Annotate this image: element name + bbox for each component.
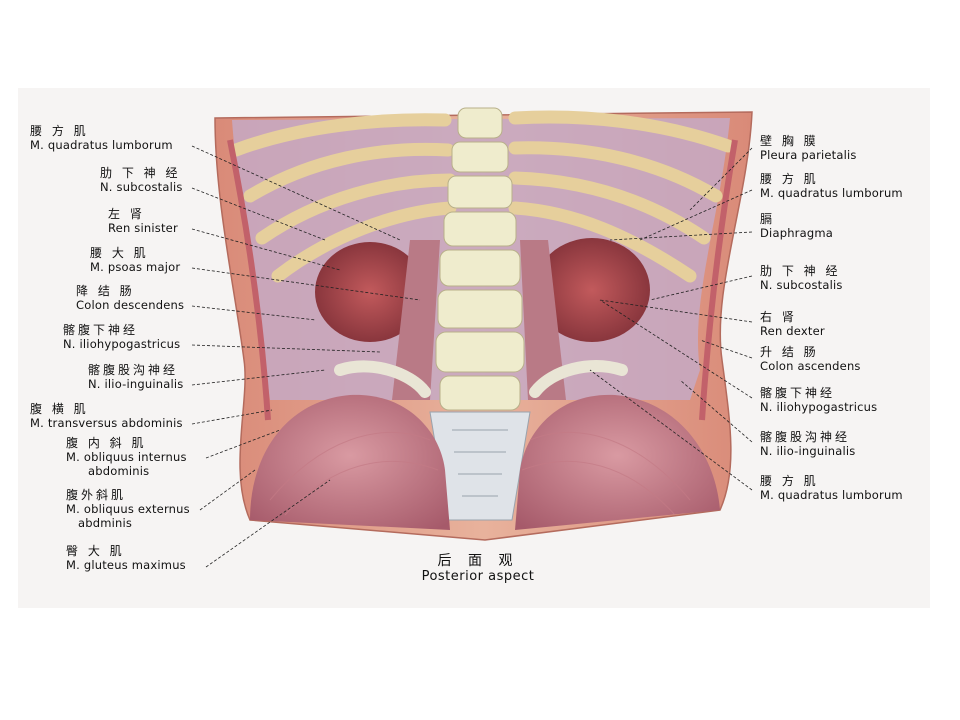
label-la: Ren dexter: [760, 324, 825, 338]
label-la: M. obliquus internus: [66, 450, 187, 464]
label-la: M. gluteus maximus: [66, 558, 186, 572]
left-kidney: [315, 242, 425, 342]
label-cn: 左 肾: [108, 207, 145, 221]
label-cn: 腹 横 肌: [30, 402, 89, 416]
right-kidney: [534, 238, 650, 342]
label-la: Pleura parietalis: [760, 148, 857, 162]
label-cn: 腹 内 斜 肌: [66, 436, 147, 450]
left-iliac-crest: [334, 360, 431, 398]
figure-caption: 后 面 观 Posterior aspect: [408, 553, 548, 585]
sacral-foramina: [452, 429, 508, 497]
label-gluteus-maximus: 臀 大 肌 M. gluteus maximus: [66, 544, 186, 572]
label-iliohypogastric-nerve-left: 髂腹下神经 N. iliohypogastricus: [63, 323, 180, 351]
label-obliquus-externus: 腹外斜肌 M. obliquus externus abdminis: [66, 488, 190, 530]
label-quadratus-lumborum-right: 腰 方 肌 M. quadratus lumborum: [760, 172, 903, 200]
label-cn: 腰 大 肌: [90, 246, 149, 260]
label-la: M. psoas major: [90, 260, 181, 274]
ribs-left: [229, 113, 457, 283]
label-la-cont: abdominis: [88, 464, 150, 478]
label-la: M. obliquus externus: [66, 502, 190, 516]
label-cn: 肋 下 神 经: [760, 264, 841, 278]
label-iliohypogastric-nerve-right: 髂腹下神经 N. iliohypogastricus: [760, 386, 877, 414]
right-flank-muscles: [699, 139, 738, 421]
label-cn: 膈: [760, 212, 776, 226]
label-ilioinguinal-nerve-right: 髂腹股沟神经 N. ilio-inguinalis: [760, 430, 855, 458]
label-psoas-major: 腰 大 肌 M. psoas major: [90, 246, 180, 274]
left-gluteus-maximus: [250, 394, 450, 530]
label-cn: 髂腹股沟神经: [88, 363, 179, 377]
leader-lines-right: [589, 147, 753, 491]
label-quadratus-lumborum-right-lower: 腰 方 肌 M. quadratus lumborum: [760, 474, 903, 502]
label-la: M. quadratus lumborum: [30, 138, 173, 152]
label-cn: 降 结 肠: [76, 284, 135, 298]
label-cn: 腰 方 肌: [30, 124, 89, 138]
gluteal-fibers: [269, 432, 691, 516]
label-diaphragm: 膈 Diaphragma: [760, 212, 833, 240]
left-psoas: [392, 240, 440, 400]
label-la: Colon ascendens: [760, 359, 861, 373]
left-flank-muscles: [227, 139, 271, 421]
label-cn: 髂腹股沟神经: [760, 430, 851, 444]
label-right-kidney: 右 肾 Ren dexter: [760, 310, 825, 338]
label-la: M. transversus abdominis: [30, 416, 183, 430]
label-subcostal-nerve-left: 肋 下 神 经 N. subcostalis: [100, 166, 183, 194]
label-descending-colon: 降 结 肠 Colon descendens: [76, 284, 184, 312]
label-la: N. subcostalis: [760, 278, 843, 292]
label-cn: 右 肾: [760, 310, 797, 324]
label-subcostal-nerve-right: 肋 下 神 经 N. subcostalis: [760, 264, 843, 292]
label-ilioinguinal-nerve-left: 髂腹股沟神经 N. ilio-inguinalis: [88, 363, 183, 391]
label-transversus-abdominis: 腹 横 肌 M. transversus abdominis: [30, 402, 183, 430]
label-la: N. ilio-inguinalis: [760, 444, 856, 458]
right-gluteus-maximus: [515, 394, 720, 530]
label-cn: 髂腹下神经: [63, 323, 139, 337]
label-cn: 腰 方 肌: [760, 172, 819, 186]
label-la: M. quadratus lumborum: [760, 186, 903, 200]
label-cn: 腰 方 肌: [760, 474, 819, 488]
label-ascending-colon: 升 结 肠 Colon ascendens: [760, 345, 861, 373]
label-la-cont: abdminis: [78, 516, 133, 530]
label-la: Colon descendens: [76, 298, 185, 312]
vertebral-column: [435, 107, 525, 411]
label-la: Ren sinister: [108, 221, 178, 235]
label-cn: 肋 下 神 经: [100, 166, 181, 180]
label-la: N. iliohypogastricus: [63, 337, 181, 351]
label-cn: 壁 胸 膜: [760, 134, 819, 148]
ribs-right: [508, 110, 735, 283]
caption-cn: 后 面 观: [437, 553, 519, 569]
label-quadratus-lumborum-left: 腰 方 肌 M. quadratus lumborum: [30, 124, 173, 152]
label-la: Diaphragma: [760, 226, 834, 240]
label-la: N. ilio-inguinalis: [88, 377, 184, 391]
label-obliquus-internus: 腹 内 斜 肌 M. obliquus internus abdominis: [66, 436, 187, 478]
label-la: N. subcostalis: [100, 180, 183, 194]
label-la: N. iliohypogastricus: [760, 400, 878, 414]
right-psoas: [520, 240, 566, 400]
leader-lines-left: [191, 145, 421, 568]
label-cn: 髂腹下神经: [760, 386, 836, 400]
label-la: M. quadratus lumborum: [760, 488, 903, 502]
label-left-kidney: 左 肾 Ren sinister: [108, 207, 178, 235]
label-cn: 升 结 肠: [760, 345, 819, 359]
label-cn: 臀 大 肌: [66, 544, 125, 558]
label-parietal-pleura: 壁 胸 膜 Pleura parietalis: [760, 134, 857, 162]
label-cn: 腹外斜肌: [66, 488, 127, 502]
right-iliac-crest: [529, 360, 628, 398]
caption-la: Posterior aspect: [421, 569, 535, 584]
